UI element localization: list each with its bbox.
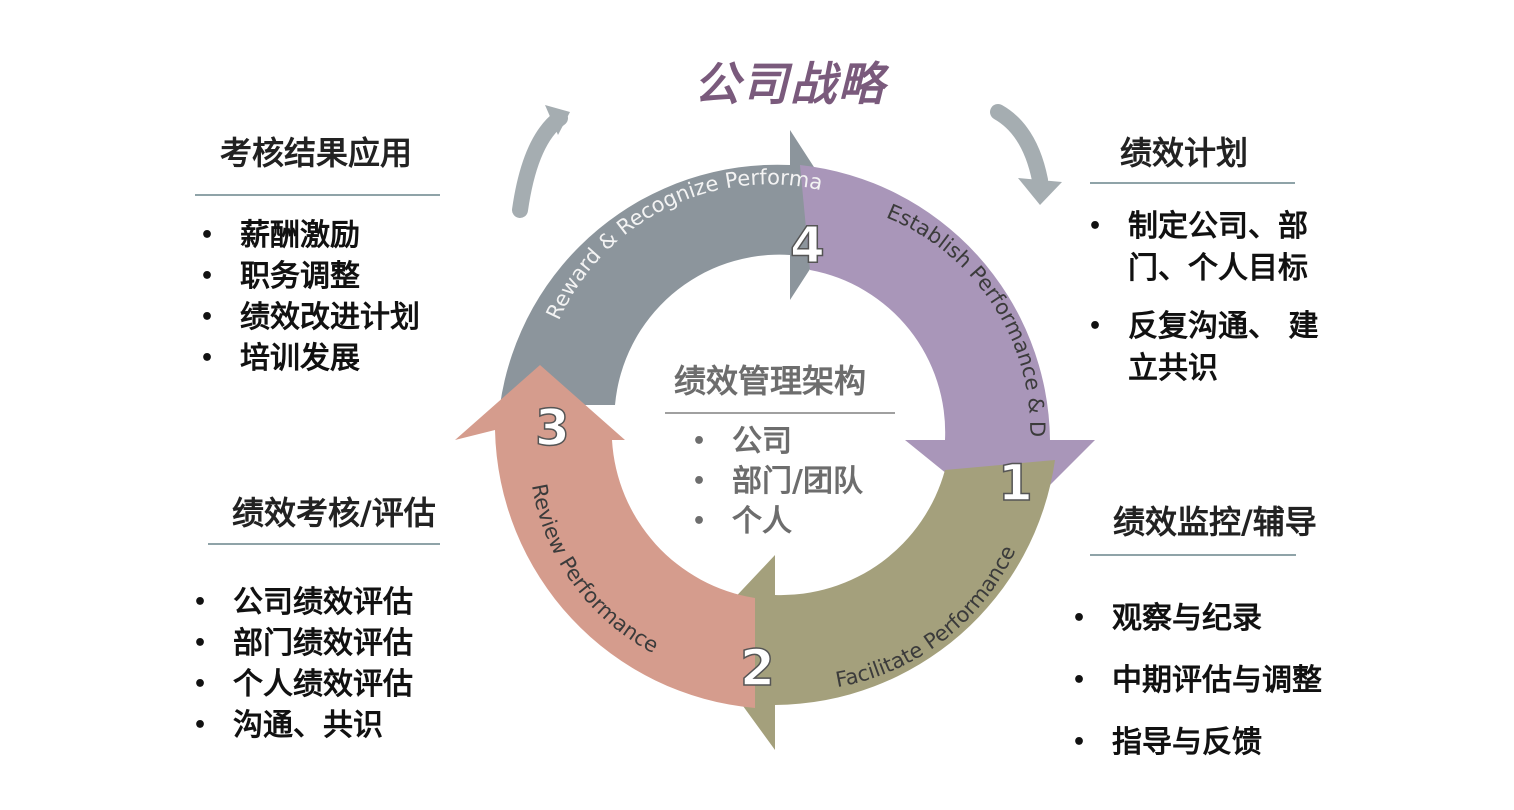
- list-item: 反复沟通、 建立共识: [1088, 306, 1348, 390]
- outer-arrow-right-head: [1018, 178, 1062, 205]
- performance-monitoring-divider: [1090, 554, 1296, 556]
- segment-1-establish: [800, 165, 1095, 525]
- list-item: 个人绩效评估: [193, 664, 413, 705]
- performance-plan-divider: [1090, 182, 1295, 184]
- outer-arrow-left-head: [545, 105, 570, 135]
- performance-review-divider: [208, 543, 440, 545]
- performance-review-list: 公司绩效评估 部门绩效评估 个人绩效评估 沟通、共识: [193, 582, 413, 746]
- list-item: 公司绩效评估: [193, 582, 413, 623]
- segment-4-reward: [500, 130, 845, 405]
- list-item: 培训发展: [200, 338, 420, 379]
- stage-number-3: 3: [535, 399, 570, 457]
- list-item: 制定公司、部门、个人目标: [1088, 206, 1348, 290]
- list-item: 观察与纪录: [1072, 588, 1322, 650]
- list-item: 薪酬激励: [200, 215, 420, 256]
- center-list: 公司 部门/团队 个人: [692, 422, 863, 542]
- list-item: 个人: [692, 502, 863, 542]
- performance-monitoring-title: 绩效监控/辅导: [1113, 503, 1317, 541]
- list-item: 绩效改进计划: [200, 297, 420, 338]
- list-item: 指导与反馈: [1072, 712, 1322, 774]
- list-item: 公司: [692, 422, 863, 462]
- performance-plan-list: 制定公司、部门、个人目标 反复沟通、 建立共识: [1088, 206, 1348, 390]
- outer-arrow-left: [512, 110, 568, 218]
- list-item: 中期评估与调整: [1072, 650, 1322, 712]
- page-title: 公司战略: [694, 57, 886, 111]
- results-application-title: 考核结果应用: [220, 134, 413, 172]
- list-item: 部门绩效评估: [193, 623, 413, 664]
- list-item: 职务调整: [200, 256, 420, 297]
- stage-number-1: 1: [998, 454, 1033, 512]
- stage-number-4: 4: [790, 216, 825, 274]
- list-item: 沟通、共识: [193, 705, 413, 746]
- results-application-list: 薪酬激励 职务调整 绩效改进计划 培训发展: [200, 215, 420, 379]
- list-item: 部门/团队: [692, 462, 863, 502]
- performance-monitoring-list: 观察与纪录 中期评估与调整 指导与反馈: [1072, 588, 1322, 774]
- stage-number-2: 2: [740, 639, 775, 697]
- performance-plan-title: 绩效计划: [1120, 134, 1249, 172]
- performance-review-title: 绩效考核/评估: [232, 494, 436, 532]
- center-divider: [665, 412, 895, 414]
- segment-2-facilitate: [695, 460, 1055, 750]
- center-title: 绩效管理架构: [673, 362, 866, 400]
- results-application-divider: [195, 194, 440, 196]
- segment-3-review: [455, 365, 755, 708]
- outer-arrow-right: [990, 104, 1048, 188]
